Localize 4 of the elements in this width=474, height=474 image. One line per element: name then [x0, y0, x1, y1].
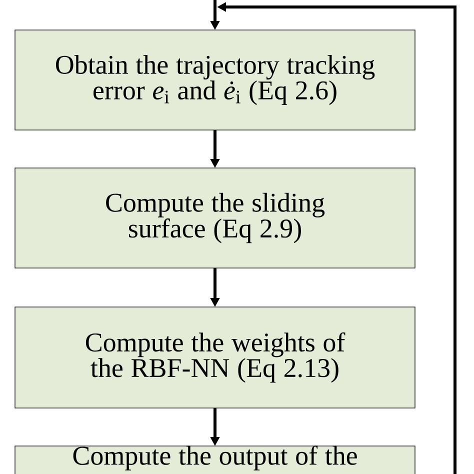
- process-box: Compute the sliding surface (Eq 2.9): [14, 168, 416, 268]
- process-box: Obtain the trajectory tracking error e$_{i}$ and ė$_{i}$ (Eq 2.6): [14, 30, 416, 130]
- process-box: Compute the output of the: [14, 446, 416, 474]
- process-box: Compute the weights of the RBF-NN (Eq 2.13): [14, 306, 416, 408]
